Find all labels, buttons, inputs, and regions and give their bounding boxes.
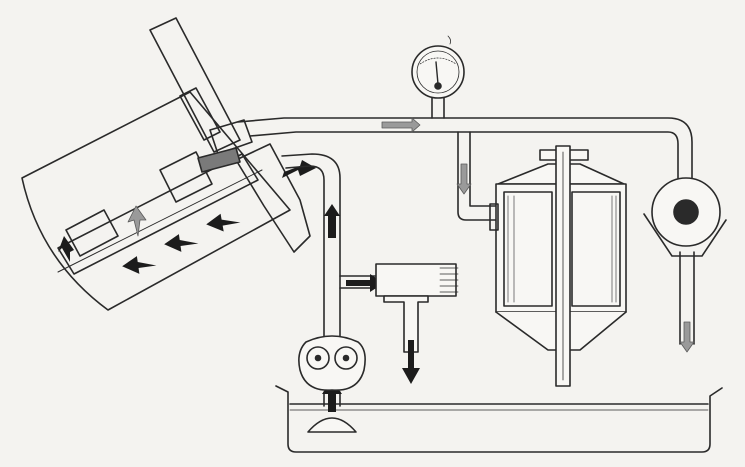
oil-sump-tank	[275, 385, 723, 453]
dark-arrow-icon	[122, 256, 157, 274]
housing-bore	[179, 87, 221, 141]
filter-element-left	[503, 191, 553, 307]
relief-spring	[439, 267, 459, 293]
crank-block	[65, 209, 119, 257]
dark-arrow-icon	[164, 234, 199, 252]
pump-strainer	[307, 417, 357, 433]
pump-gear-left	[306, 346, 330, 370]
pressure-relief-valve	[375, 263, 459, 384]
pipe-network	[237, 95, 695, 407]
pump-gear-right	[334, 346, 358, 370]
cooler-core-icon	[673, 199, 699, 225]
dark-arrow-icon	[402, 340, 420, 384]
internal-flow-arrows	[58, 160, 316, 274]
engine-housing	[21, 17, 311, 311]
oil-pump	[298, 335, 366, 433]
grey-arrow-icon	[679, 321, 695, 353]
gauge-needle	[435, 61, 439, 85]
dark-arrow-icon	[346, 274, 384, 292]
grey-arrow-icon	[456, 163, 472, 195]
nozzle-jet-icon	[197, 147, 241, 173]
jet-nozzle	[209, 119, 253, 155]
dark-arrow-icon	[324, 204, 340, 238]
dark-arrow-icon	[206, 213, 241, 232]
dark-arrow-icon	[58, 236, 74, 262]
dark-arrow-icon	[282, 160, 316, 178]
internal-grey-arrow	[127, 205, 147, 237]
filter-element-right	[571, 191, 621, 307]
pressure-gauge	[411, 35, 465, 99]
oil-gallery	[57, 153, 259, 275]
grey-arrow-icon	[127, 205, 147, 237]
gauge-pivot	[434, 82, 442, 90]
housing-top-flange	[149, 17, 241, 153]
filter-inlet-port	[489, 203, 499, 231]
gauge-scale	[419, 57, 457, 65]
grey-arrow-icon	[381, 117, 421, 133]
centrifugal-filter	[489, 145, 627, 387]
oil-inlet-fitting	[235, 143, 311, 253]
oil-cooler	[643, 177, 727, 257]
